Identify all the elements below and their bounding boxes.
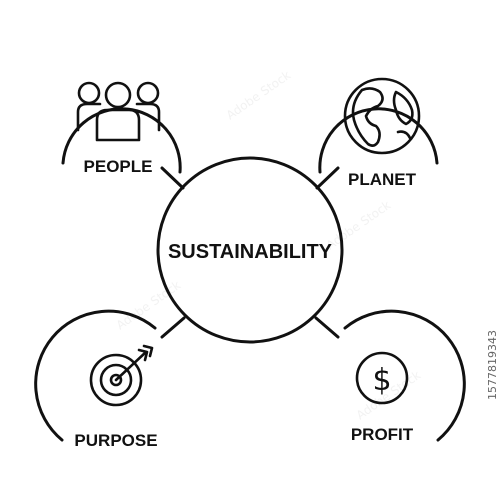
node-label-people: PEOPLE: [84, 157, 153, 176]
node-label-purpose: PURPOSE: [74, 431, 157, 450]
node-profit: $ PROFIT: [343, 309, 466, 444]
globe-icon: [343, 77, 421, 155]
svg-text:Adobe Stock: Adobe Stock: [224, 68, 293, 123]
center-circle: [156, 156, 344, 344]
center-node: SUSTAINABILITY: [156, 156, 344, 344]
node-planet: PLANET: [318, 77, 439, 189]
people-group-icon: [76, 81, 161, 142]
center-label: SUSTAINABILITY: [168, 241, 333, 263]
connectors: [160, 166, 340, 339]
node-people: PEOPLE: [61, 81, 182, 176]
node-arc-purpose: [34, 309, 157, 442]
target-arrow-icon: [89, 344, 154, 407]
connector-planet: [315, 166, 340, 190]
connector-people: [160, 166, 185, 190]
node-arc-planet: [318, 107, 439, 174]
stock-id-watermark: 1577819343: [486, 330, 499, 400]
dollar-sign-glyph: $: [372, 363, 391, 398]
svg-text:Adobe Stock: Adobe Stock: [324, 198, 393, 253]
node-label-profit: PROFIT: [351, 425, 414, 444]
connector-purpose: [160, 316, 186, 339]
node-arc-profit: [343, 309, 466, 442]
node-label-planet: PLANET: [348, 170, 417, 189]
connector-profit: [314, 316, 340, 339]
dollar-coin-icon: $: [355, 351, 409, 405]
node-purpose: PURPOSE: [34, 309, 158, 450]
